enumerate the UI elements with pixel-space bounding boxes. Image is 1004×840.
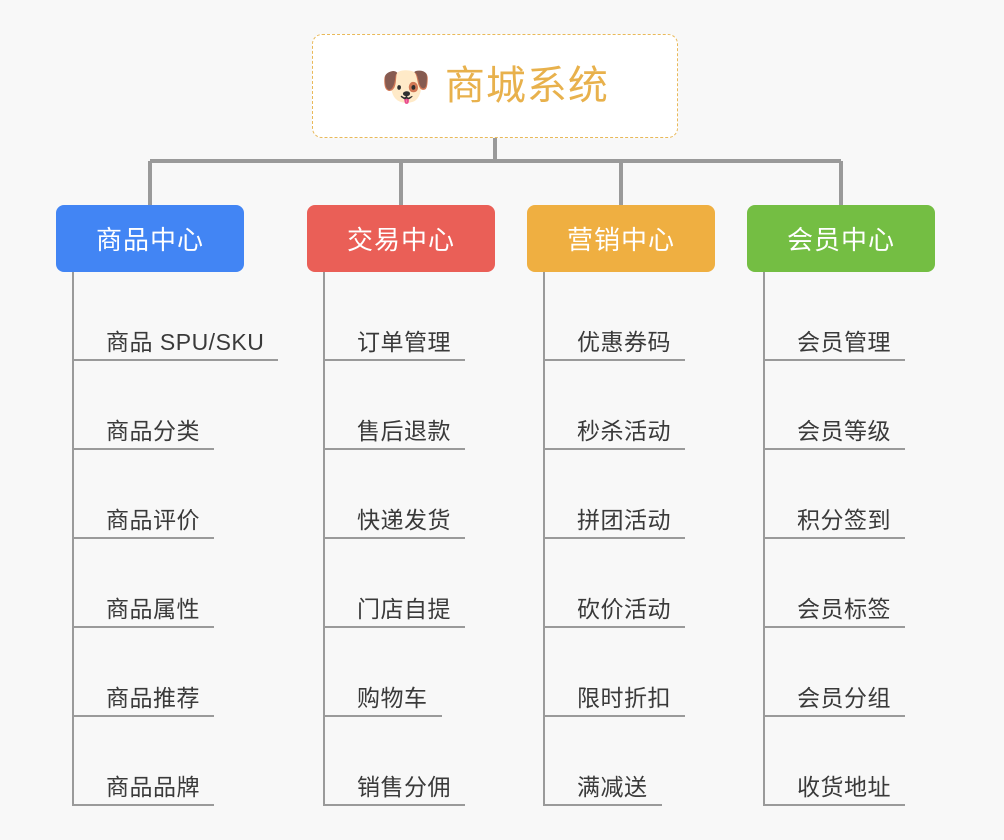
- leaf-item-label: 快递发货: [357, 506, 451, 533]
- dog-face-icon: 🐶: [381, 65, 431, 109]
- column-spine: [763, 272, 765, 806]
- leaf-item[interactable]: 会员分组: [763, 628, 905, 717]
- leaf-item[interactable]: 购物车: [323, 628, 442, 717]
- column-spine: [543, 272, 545, 806]
- column-spine: [72, 272, 74, 806]
- leaf-item[interactable]: 销售分佣: [323, 717, 465, 806]
- category-box-trade-center[interactable]: 交易中心: [307, 205, 495, 272]
- leaf-item-label: 拼团活动: [577, 506, 671, 533]
- leaf-item-label: 商品品牌: [106, 773, 200, 800]
- leaf-item-label: 收货地址: [797, 773, 891, 800]
- leaf-item-label: 商品分类: [106, 417, 200, 444]
- leaf-item-label: 优惠券码: [577, 328, 671, 355]
- leaf-item-label: 商品属性: [106, 595, 200, 622]
- leaf-item-label: 满减送: [577, 773, 648, 800]
- leaf-item[interactable]: 会员标签: [763, 539, 905, 628]
- leaf-column-trade-center: 订单管理售后退款快递发货门店自提购物车销售分佣: [323, 272, 591, 806]
- leaf-column-member-center: 会员管理会员等级积分签到会员标签会员分组收货地址: [763, 272, 1004, 806]
- category-box-member-center[interactable]: 会员中心: [747, 205, 935, 272]
- leaf-item[interactable]: 满减送: [543, 717, 662, 806]
- leaf-item-label: 订单管理: [357, 328, 451, 355]
- leaf-item[interactable]: 商品分类: [72, 361, 214, 450]
- leaf-item[interactable]: 砍价活动: [543, 539, 685, 628]
- root-title: 商城系统: [444, 64, 609, 108]
- leaf-item[interactable]: 商品属性: [72, 539, 214, 628]
- leaf-column-product-center: 商品 SPU/SKU 商品分类商品评价商品属性商品推荐商品品牌: [72, 272, 340, 806]
- leaf-item-label: 售后退款: [357, 417, 451, 444]
- leaf-item-label: 限时折扣: [577, 684, 671, 711]
- leaf-item[interactable]: 商品 SPU/SKU: [72, 272, 279, 361]
- leaf-item[interactable]: 拼团活动: [543, 450, 685, 539]
- root-node[interactable]: 🐶 商城系统: [312, 34, 678, 138]
- category-label: 营销中心: [566, 225, 675, 255]
- leaf-item[interactable]: 收货地址: [763, 717, 905, 806]
- leaf-item[interactable]: 门店自提: [323, 539, 465, 628]
- leaf-item-label: 积分签到: [797, 506, 891, 533]
- leaf-item-label: 销售分佣: [357, 773, 451, 800]
- leaf-item-label: 商品推荐: [106, 684, 200, 711]
- leaf-item[interactable]: 会员等级: [763, 361, 905, 450]
- leaf-item[interactable]: 快递发货: [323, 450, 465, 539]
- leaf-item[interactable]: 订单管理: [323, 272, 465, 361]
- category-box-product-center[interactable]: 商品中心: [56, 205, 244, 272]
- leaf-column-marketing-center: 优惠券码秒杀活动拼团活动砍价活动限时折扣满减送: [543, 272, 811, 806]
- leaf-item[interactable]: 优惠券码: [543, 272, 685, 361]
- leaf-item-label: 秒杀活动: [577, 417, 671, 444]
- leaf-item[interactable]: 售后退款: [323, 361, 465, 450]
- leaf-item-label: 会员分组: [797, 684, 891, 711]
- leaf-item[interactable]: 商品推荐: [72, 628, 214, 717]
- leaf-item-label: 门店自提: [357, 595, 451, 622]
- leaf-item-label: 会员管理: [797, 328, 891, 355]
- leaf-item-label: 商品 SPU/SKU: [106, 328, 265, 355]
- leaf-item[interactable]: 积分签到: [763, 450, 905, 539]
- leaf-item[interactable]: 会员管理: [763, 272, 905, 361]
- category-label: 商品中心: [95, 225, 204, 255]
- leaf-item-label: 砍价活动: [577, 595, 671, 622]
- leaf-item[interactable]: 商品评价: [72, 450, 214, 539]
- category-box-marketing-center[interactable]: 营销中心: [527, 205, 715, 272]
- leaf-item[interactable]: 秒杀活动: [543, 361, 685, 450]
- category-label: 会员中心: [786, 225, 895, 255]
- leaf-item-label: 会员标签: [797, 595, 891, 622]
- category-label: 交易中心: [346, 225, 455, 255]
- leaf-item-label: 购物车: [357, 684, 428, 711]
- leaf-item-label: 商品评价: [106, 506, 200, 533]
- leaf-item-label: 会员等级: [797, 417, 891, 444]
- leaf-item[interactable]: 商品品牌: [72, 717, 214, 806]
- column-spine: [323, 272, 325, 806]
- leaf-item[interactable]: 限时折扣: [543, 628, 685, 717]
